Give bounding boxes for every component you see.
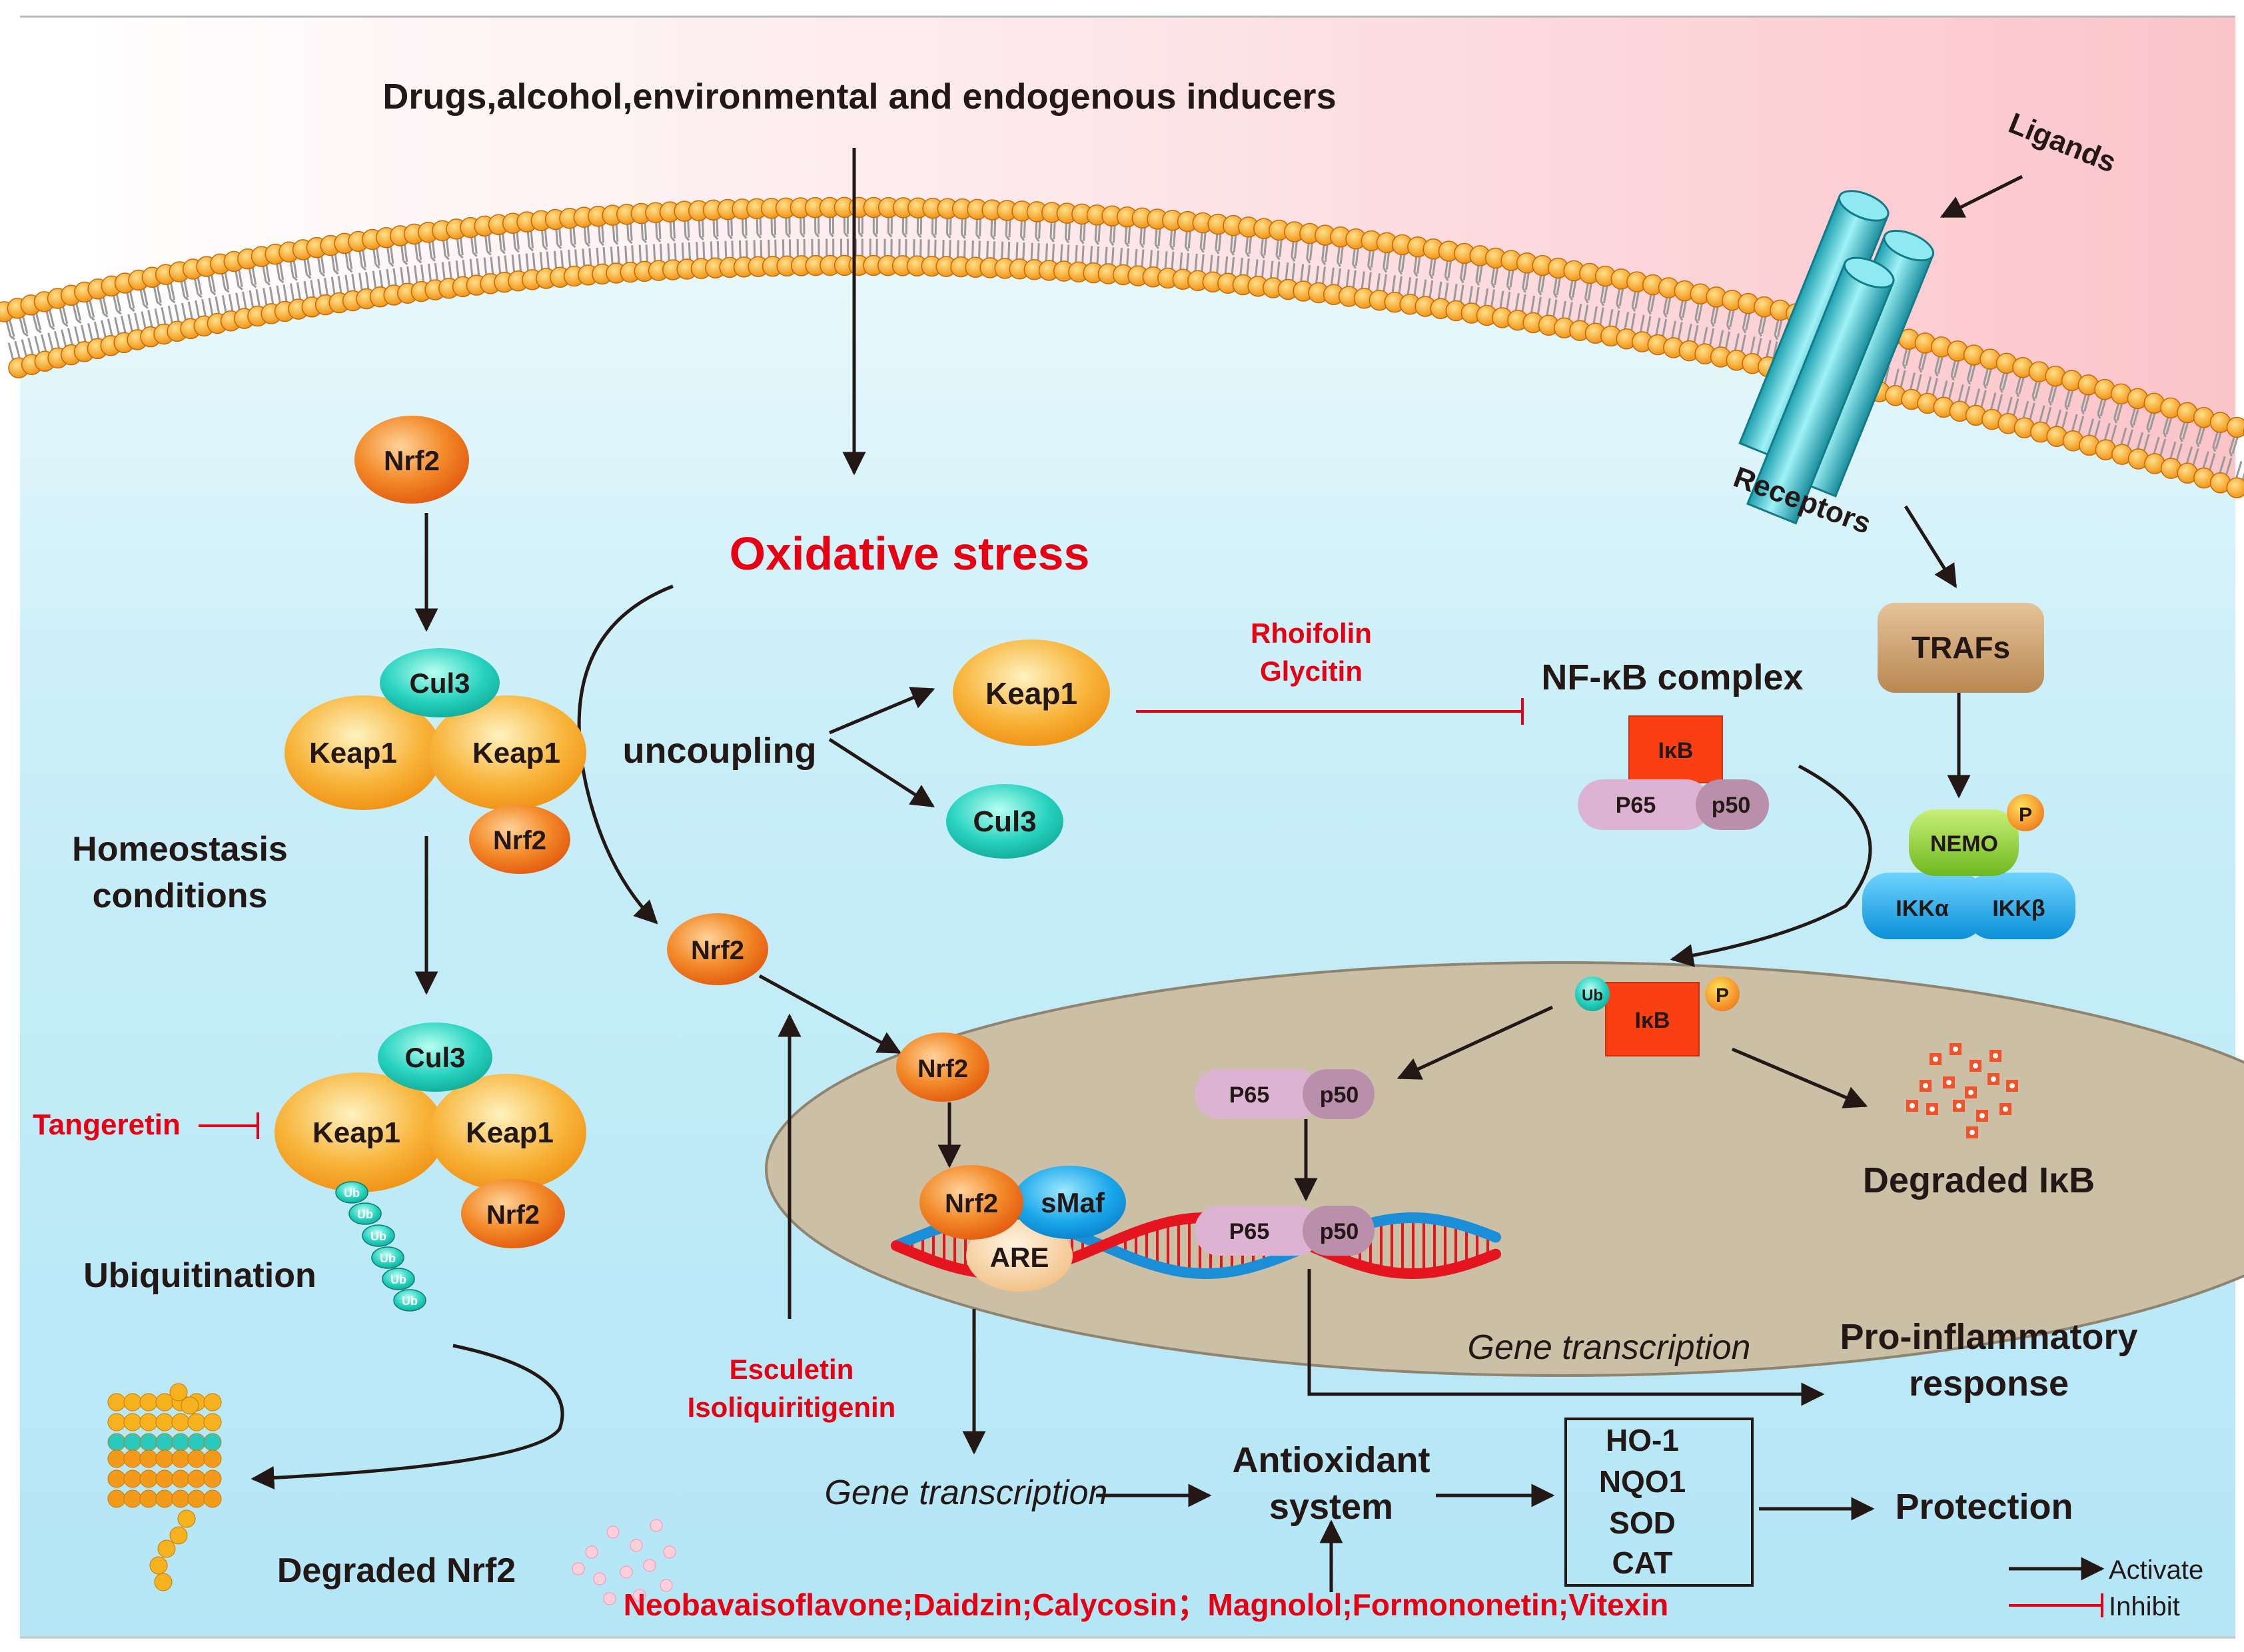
svg-text:Nrf2: Nrf2	[493, 826, 546, 855]
inducers-label: Drugs,alcohol,environmental and endogeno…	[382, 77, 1336, 117]
oxidative-stress-label: Oxidative stress	[730, 528, 1090, 580]
nrf2-nuclear: Nrf2	[896, 1032, 989, 1102]
p65-p50-nuclear: P65 p50	[1195, 1206, 1375, 1256]
svg-text:Cul3: Cul3	[404, 1042, 465, 1073]
svg-text:P65: P65	[1229, 1082, 1270, 1108]
svg-text:Nrf2: Nrf2	[945, 1189, 998, 1218]
svg-text:p50: p50	[1320, 1219, 1359, 1244]
svg-text:IκB: IκB	[1658, 738, 1694, 763]
svg-text:Nrf2: Nrf2	[486, 1200, 540, 1230]
svg-text:Ub: Ub	[344, 1186, 360, 1200]
rhoifolin-label: Rhoifolin	[1251, 618, 1372, 649]
svg-text:Nrf2: Nrf2	[384, 445, 440, 476]
nrf2-free: Nrf2	[354, 416, 469, 504]
svg-text:Ub: Ub	[1582, 987, 1603, 1005]
svg-text:TRAFs: TRAFs	[1912, 630, 2010, 665]
tangeretin-label: Tangeretin	[33, 1108, 181, 1141]
svg-text:Keap1: Keap1	[985, 676, 1077, 711]
enzyme-cat: CAT	[1612, 1545, 1672, 1580]
pro-inflammatory-label-2: response	[1909, 1364, 2069, 1404]
gene-transcription-antioxidant: Gene transcription	[825, 1473, 1108, 1512]
svg-text:Ub: Ub	[380, 1252, 396, 1265]
svg-text:Keap1: Keap1	[472, 737, 560, 769]
homeostasis-label-1: Homeostasis	[72, 830, 288, 869]
esculetin-label: Esculetin	[730, 1354, 854, 1385]
antioxidant-label-2: system	[1269, 1487, 1393, 1527]
svg-text:Ub: Ub	[390, 1273, 406, 1286]
svg-text:Ub: Ub	[402, 1294, 418, 1308]
enzyme-ho1: HO-1	[1606, 1423, 1679, 1457]
svg-text:IKKβ: IKKβ	[1992, 896, 2045, 921]
gene-transcription-inflammatory: Gene transcription	[1468, 1328, 1751, 1367]
svg-text:P: P	[1716, 985, 1729, 1007]
svg-text:Keap1: Keap1	[309, 737, 397, 769]
svg-text:Nrf2: Nrf2	[917, 1055, 968, 1083]
p65-p50-cytoplasm: P65 p50	[1195, 1069, 1375, 1119]
svg-text:P: P	[2019, 804, 2032, 826]
svg-text:ARE: ARE	[990, 1242, 1049, 1273]
nrf2-released: Nrf2	[667, 913, 768, 985]
trafs: TRAFs	[1878, 603, 2044, 693]
svg-text:P65: P65	[1616, 793, 1656, 818]
svg-text:p50: p50	[1320, 1082, 1359, 1108]
cytoplasm	[20, 270, 2235, 1639]
ubiquitination-label: Ubiquitination	[83, 1256, 316, 1295]
antioxidant-label-1: Antioxidant	[1233, 1440, 1430, 1480]
svg-text:IKKα: IKKα	[1896, 896, 1949, 921]
svg-text:p50: p50	[1712, 793, 1751, 818]
homeostasis-label-2: conditions	[93, 877, 268, 915]
svg-text:Ub: Ub	[370, 1230, 386, 1243]
pro-inflammatory-label-1: Pro-inflammatory	[1840, 1317, 2137, 1357]
svg-text:P65: P65	[1229, 1219, 1270, 1244]
enzyme-nqo1: NQO1	[1599, 1464, 1686, 1499]
svg-text:IκB: IκB	[1635, 1008, 1670, 1033]
bottom-compounds-label: Neobavaisoflavone;Daidzin;Calycosin；Magn…	[624, 1587, 1668, 1622]
uncoupling-label: uncoupling	[623, 731, 817, 771]
protection-label: Protection	[1895, 1487, 2073, 1527]
isoliquiritigenin-label: Isoliquiritigenin	[688, 1392, 896, 1423]
keap1-released: Keap1	[953, 639, 1110, 746]
nfkb-complex-label: NF-κB complex	[1541, 657, 1803, 697]
svg-text:sMaf: sMaf	[1041, 1187, 1105, 1218]
glycitin-label: Glycitin	[1260, 655, 1363, 687]
degraded-nrf2-label: Degraded Nrf2	[277, 1551, 516, 1590]
svg-text:Ub: Ub	[357, 1208, 373, 1221]
svg-text:Keap1: Keap1	[312, 1116, 400, 1149]
svg-text:Nrf2: Nrf2	[691, 936, 744, 965]
legend-inhibit: Inhibit	[2109, 1592, 2180, 1621]
svg-text:Keap1: Keap1	[466, 1116, 554, 1149]
svg-text:Cul3: Cul3	[973, 805, 1036, 838]
svg-text:Cul3: Cul3	[409, 667, 470, 699]
degraded-ikb-label: Degraded IκB	[1863, 1160, 2095, 1200]
legend-activate: Activate	[2109, 1555, 2203, 1585]
svg-text:NEMO: NEMO	[1930, 831, 1998, 857]
cul3-released: Cul3	[946, 784, 1063, 859]
enzyme-sod: SOD	[1609, 1505, 1676, 1540]
